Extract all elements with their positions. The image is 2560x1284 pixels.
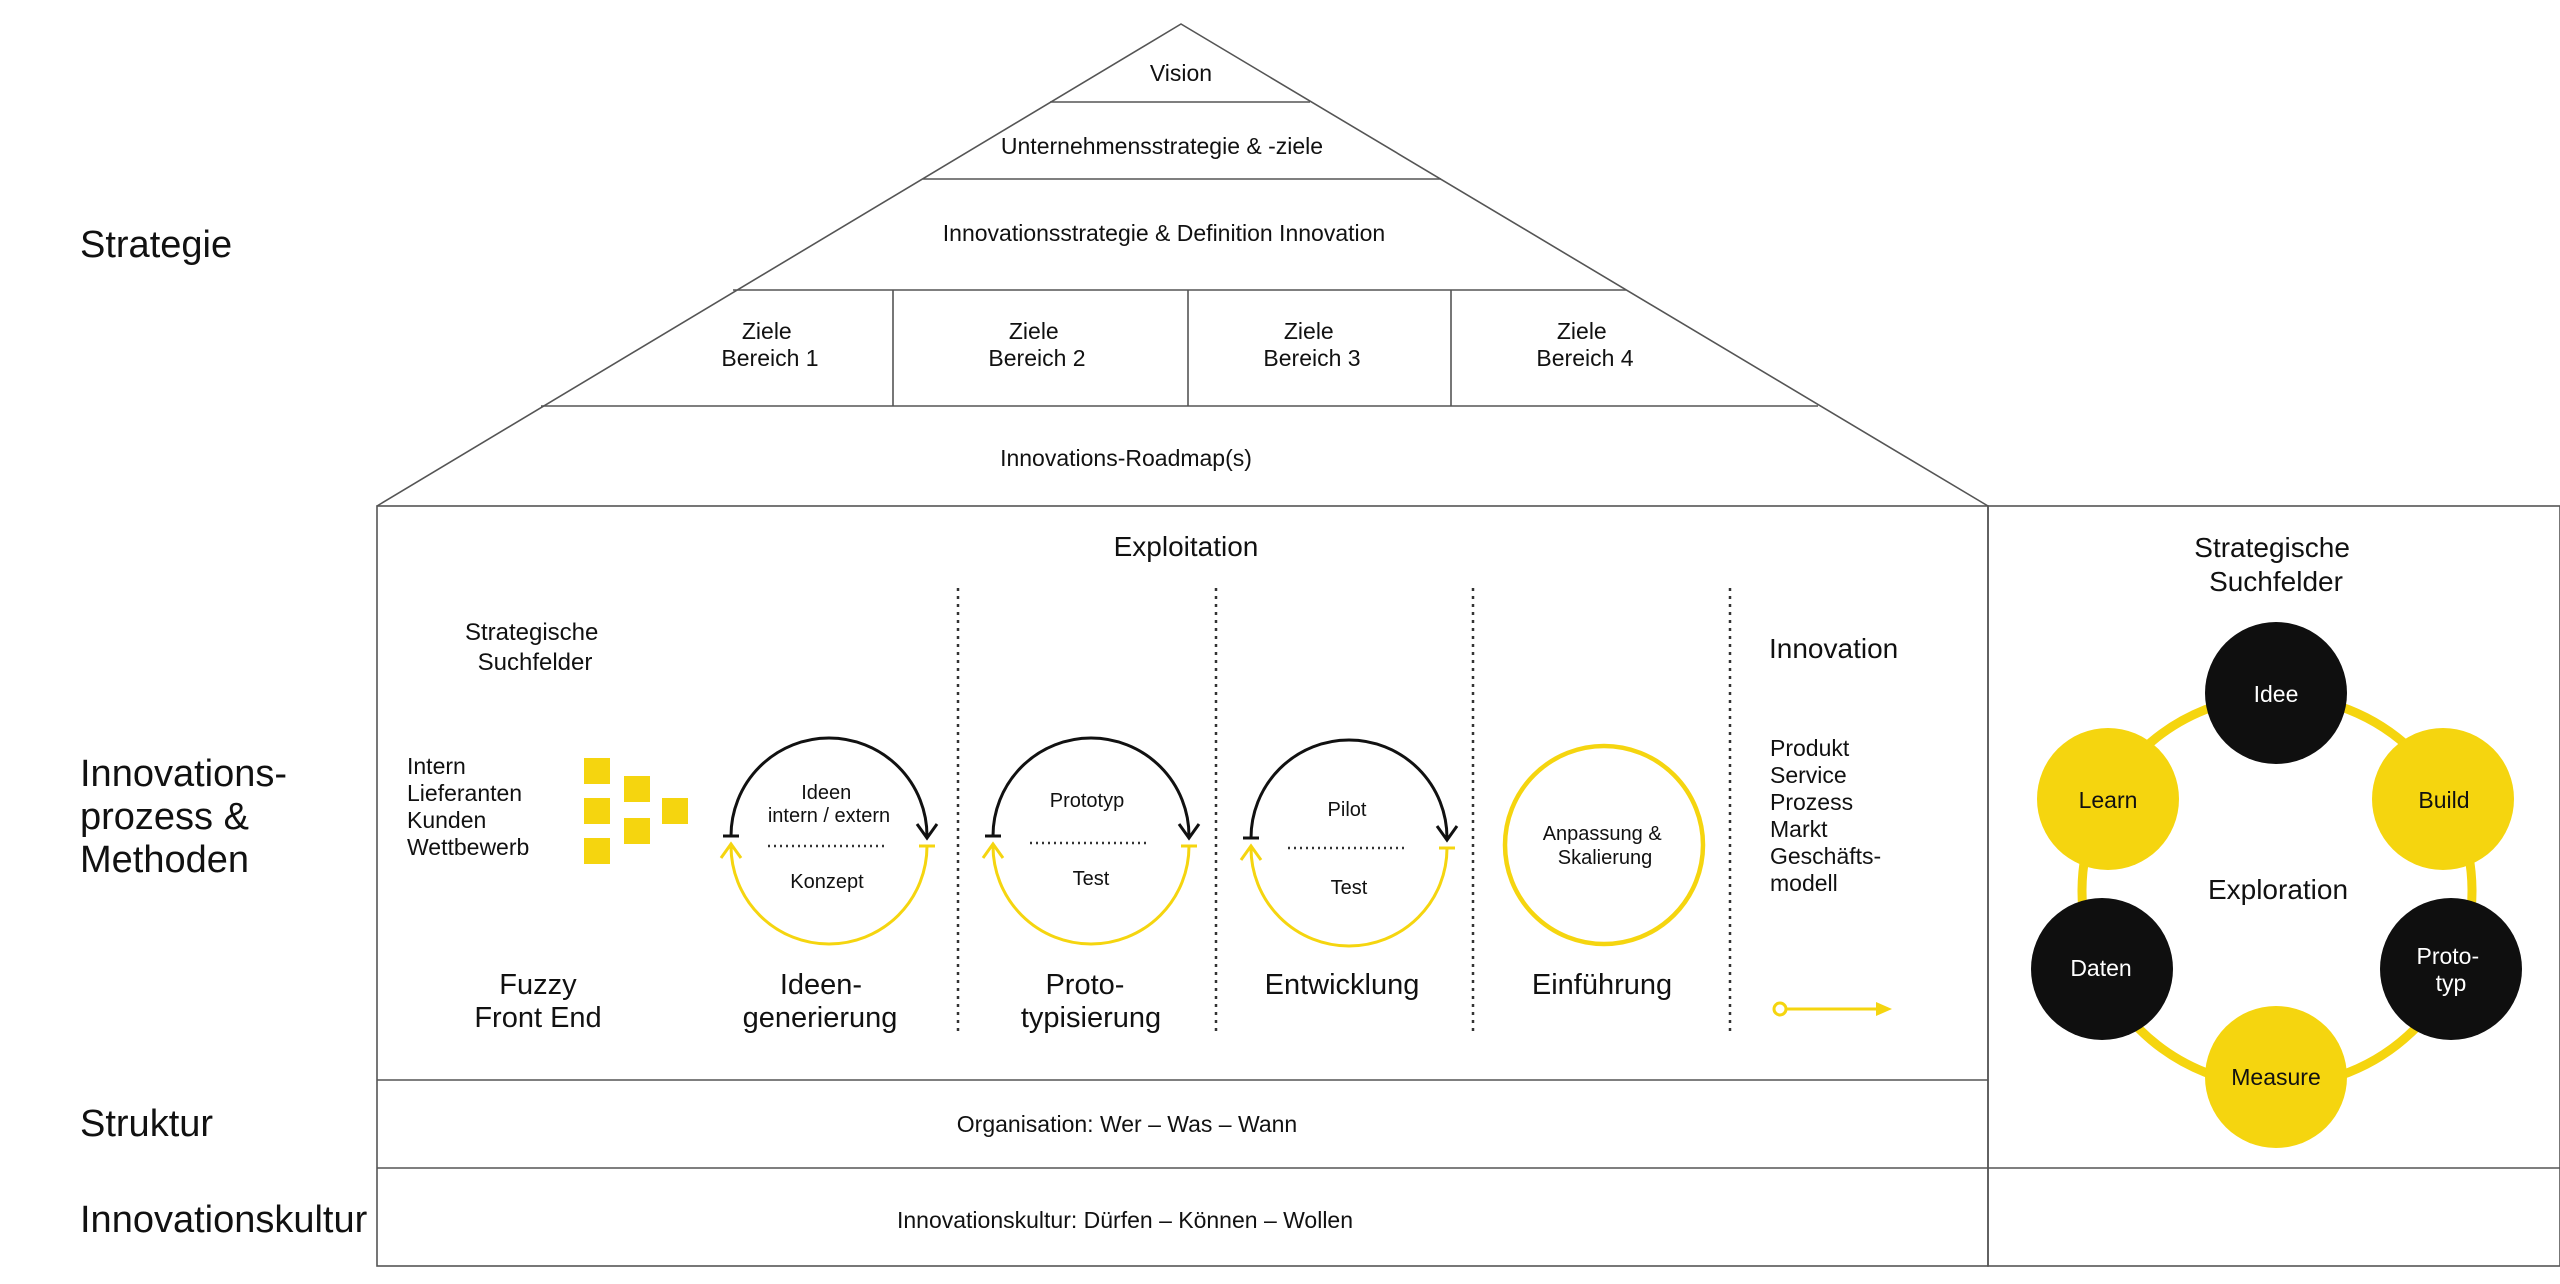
struktur-text: Organisation: Wer – Was – Wann: [957, 1111, 1297, 1137]
exploration-center-label: Exploration: [2208, 874, 2348, 905]
roof-ziele-bereich-4: Ziele Bereich 4: [1536, 318, 1633, 371]
stage-entwicklung: Entwicklung: [1265, 969, 1420, 1001]
exploration-node-daten: Daten: [2031, 898, 2173, 1040]
cycle-2-top: Prototyp: [1050, 790, 1124, 812]
exploration-node-learn: Learn: [2037, 728, 2179, 870]
roof-vision: Vision: [1150, 60, 1212, 86]
innovation-title: Innovation: [1769, 633, 1898, 664]
stage-fuzzy-front-end: Fuzzy Front End: [474, 969, 601, 1034]
stage-prototypisierung: Proto- typisierung: [1021, 969, 1161, 1034]
roof-innovationsstrategie: Innovationsstrategie & Definition Innova…: [943, 220, 1385, 246]
exploration-title: Strategische Suchfelder: [2194, 532, 2357, 597]
side-label-struktur: Struktur: [80, 1103, 213, 1145]
roof-ziele-bereich-2: Ziele Bereich 2: [988, 318, 1085, 371]
exploitation-suchfelder: Strategische Suchfelder: [465, 619, 605, 676]
cycle-prototypisierung: [981, 736, 1201, 946]
exploration-node-idee: Idee: [2205, 622, 2347, 764]
cycle-1-top: Ideen intern / extern: [768, 782, 890, 827]
exploration-node-measure-label: Measure: [2231, 1064, 2320, 1090]
roof-unternehmensstrategie: Unternehmensstrategie & -ziele: [1001, 133, 1323, 159]
cycle-2-bottom: Test: [1073, 868, 1110, 890]
side-label-innovationskultur: Innovationskultur: [80, 1199, 368, 1241]
stage-einfuehrung: Einführung: [1532, 969, 1672, 1001]
roof-roadmap: Innovations-Roadmap(s): [1000, 445, 1252, 471]
idea-squares: [584, 758, 688, 864]
einfuehrung-circle-label: Anpassung & Skalierung: [1543, 823, 1668, 869]
stage-ideengenerierung: Ideen- generierung: [743, 969, 898, 1034]
innovation-arrow: [1772, 1001, 1892, 1017]
einfuehrung-circle: [1502, 743, 1706, 947]
exploration-node-prototyp: Proto- typ: [2380, 898, 2522, 1040]
innovation-types: Produkt Service Prozess Markt Geschäfts-…: [1770, 735, 1888, 896]
exploration-node-measure: Measure: [2205, 1006, 2347, 1148]
exploration-node-prototyp-label: Proto- typ: [2416, 943, 2485, 996]
exploration-node-learn-label: Learn: [2079, 787, 2138, 813]
exploitation-title: Exploitation: [1114, 531, 1259, 562]
cycle-entwicklung: [1239, 738, 1459, 948]
exploration-node-daten-label: Daten: [2070, 955, 2131, 981]
side-label-strategie: Strategie: [80, 224, 232, 266]
side-label-innovationsprozess: Innovations- prozess & Methoden: [80, 753, 298, 881]
house-body-frame: [376, 505, 2560, 1267]
kultur-text: Innovationskultur: Dürfen – Können – Wol…: [897, 1207, 1353, 1233]
roof-ziele-bereich-3: Ziele Bereich 3: [1263, 318, 1360, 371]
exploitation-sources: Intern Lieferanten Kunden Wettbewerb: [407, 753, 529, 860]
stage-dividers: [956, 588, 1732, 1032]
exploration-node-build: Build: [2372, 728, 2514, 870]
cycle-3-top: Pilot: [1328, 799, 1367, 821]
exploration-node-idee-label: Idee: [2254, 681, 2299, 707]
cycle-ideengenerierung: [719, 736, 939, 946]
cycle-1-bottom: Konzept: [790, 871, 864, 893]
house-roof: [376, 23, 1989, 507]
exploration-node-build-label: Build: [2418, 787, 2469, 813]
cycle-3-bottom: Test: [1331, 877, 1368, 899]
roof-ziele-bereich-1: Ziele Bereich 1: [721, 318, 818, 371]
